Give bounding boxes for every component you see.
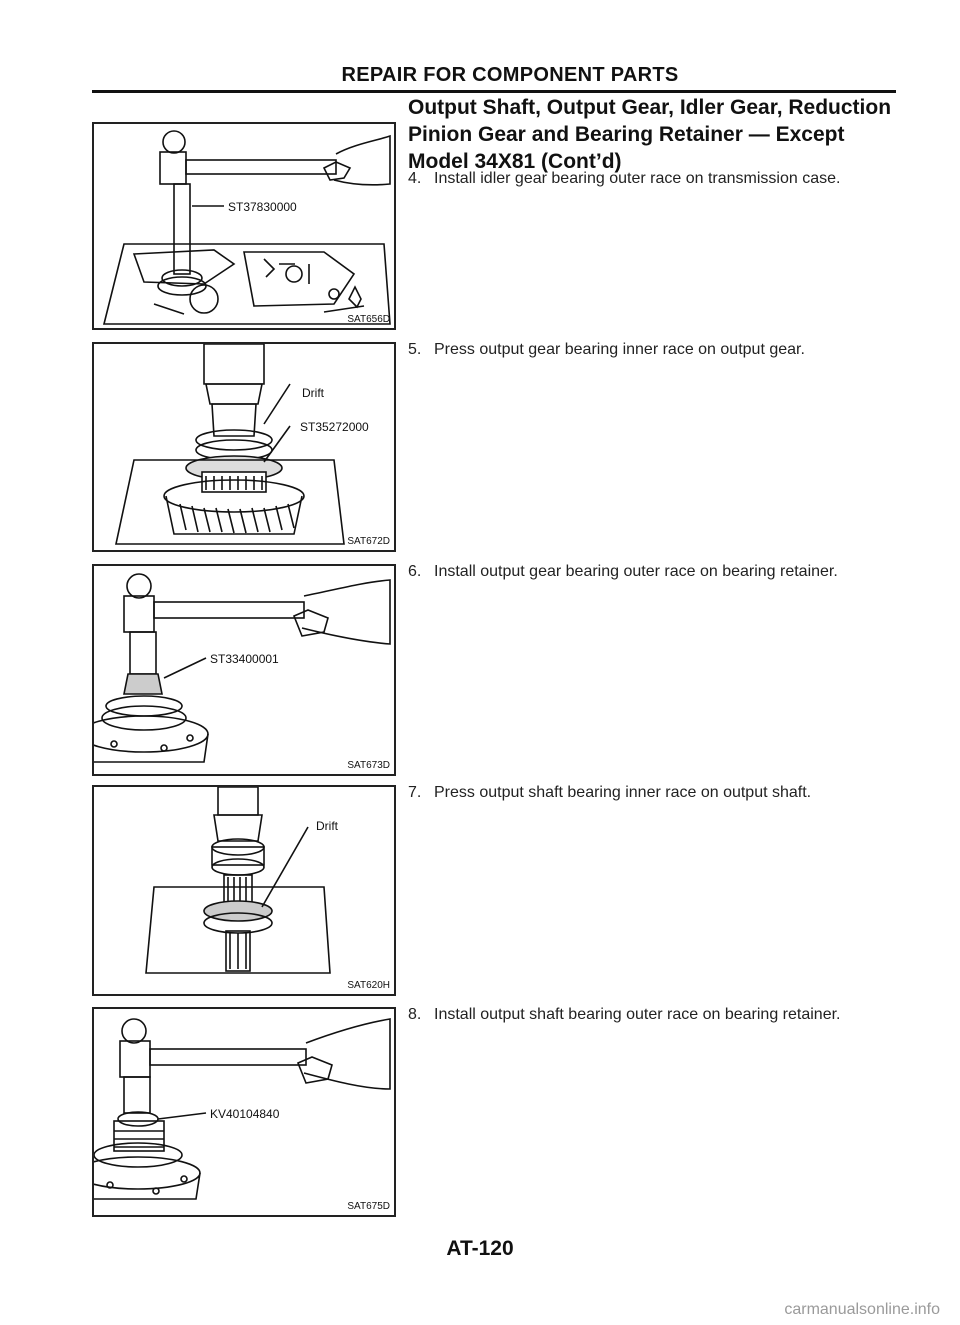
- page-number: AT-120: [446, 1237, 514, 1260]
- hammer-retainer-illustration: [94, 573, 391, 763]
- figure-sat620h: Drift SAT620H: [92, 785, 396, 996]
- figure-code: SAT620H: [347, 980, 390, 991]
- step-text: Press output gear bearing inner race on …: [434, 341, 805, 358]
- tool-label: Drift: [302, 386, 324, 400]
- press-gear-illustration: [115, 344, 345, 545]
- tool-label: ST37830000: [228, 200, 297, 214]
- tool-label: ST35272000: [300, 420, 369, 434]
- step-text: Install idler gear bearing outer race on…: [434, 170, 841, 187]
- step-number: 8.: [408, 1006, 422, 1023]
- figure-code: SAT672D: [347, 536, 390, 547]
- step-number: 7.: [408, 784, 422, 801]
- figure-sat673d: ST33400001 SAT673D: [92, 564, 396, 776]
- tool-label: KV40104840: [210, 1107, 280, 1121]
- step-number: 4.: [408, 170, 422, 187]
- step-8: 8. Install output shaft bearing outer rac…: [408, 1006, 840, 1024]
- figure-sat656d: ST37830000 SAT656D: [92, 122, 396, 330]
- step-6: 6. Install output gear bearing outer race…: [408, 563, 838, 581]
- hammer-install-illustration: [102, 130, 391, 325]
- step-text: Install output gear bearing outer race o…: [434, 563, 838, 580]
- step-text: Press output shaft bearing inner race on…: [434, 784, 812, 801]
- step-number: 5.: [408, 341, 422, 358]
- figure-code: SAT673D: [347, 760, 390, 771]
- step-4: 4. Install idler gear bearing outer race …: [408, 170, 840, 188]
- step-7: 7. Press output shaft bearing inner race …: [408, 784, 811, 802]
- figure-sat672d: Drift ST35272000 SAT672D: [92, 342, 396, 552]
- page-header-title: REPAIR FOR COMPONENT PARTS: [341, 64, 679, 86]
- watermark: carmanualsonline.info: [784, 1301, 940, 1318]
- step-text: Install output shaft bearing outer race …: [434, 1006, 841, 1023]
- section-title: Output Shaft, Output Gear, Idler Gear, R…: [408, 96, 892, 173]
- figure-code: SAT675D: [347, 1201, 390, 1212]
- step-5: 5. Press output gear bearing inner race o…: [408, 341, 805, 359]
- figure-code: SAT656D: [347, 314, 390, 325]
- step-number: 6.: [408, 563, 422, 580]
- figure-sat675d: KV40104840 SAT675D: [92, 1007, 396, 1217]
- press-shaft-illustration: [145, 787, 331, 974]
- hammer-shaft-retainer-illustration: [94, 1018, 391, 1200]
- tool-label: ST33400001: [210, 652, 279, 666]
- header-rule: [92, 90, 896, 93]
- tool-label: Drift: [316, 819, 338, 833]
